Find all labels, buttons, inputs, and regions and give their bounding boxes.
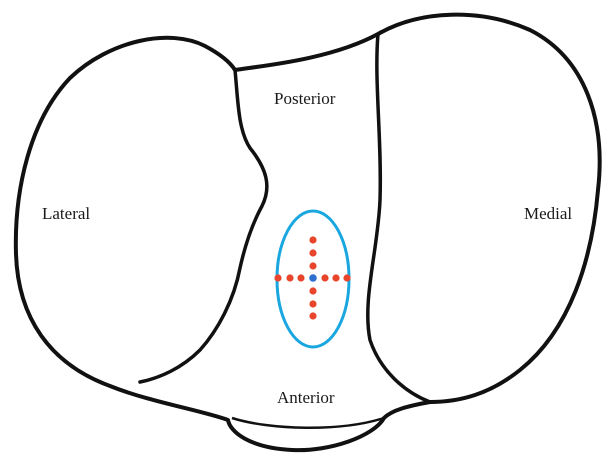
- marker-dot-v2: [309, 249, 316, 256]
- marker-dot-h5: [332, 274, 339, 281]
- marker-dot-h2: [286, 274, 293, 281]
- label-anterior: Anterior: [277, 389, 335, 406]
- marker-dot-v4: [309, 287, 316, 294]
- marker-dot-v3: [309, 262, 316, 269]
- marker-dot-v1: [309, 236, 316, 243]
- label-medial: Medial: [524, 205, 572, 222]
- marker-dot-h3: [297, 274, 304, 281]
- marker-dot-h4: [321, 274, 328, 281]
- medial-condyle-border: [368, 34, 430, 402]
- lateral-condyle-border: [140, 70, 267, 382]
- marker-dot-h6: [343, 274, 350, 281]
- label-lateral: Lateral: [42, 205, 90, 222]
- plateau-outline: [16, 15, 600, 450]
- anterior-notch: [232, 418, 384, 428]
- marker-dot-h1: [274, 274, 281, 281]
- marker-dot-v5: [309, 300, 316, 307]
- marker-dot-v6: [309, 312, 316, 319]
- label-posterior: Posterior: [274, 90, 335, 107]
- marker-center-dot: [309, 274, 317, 282]
